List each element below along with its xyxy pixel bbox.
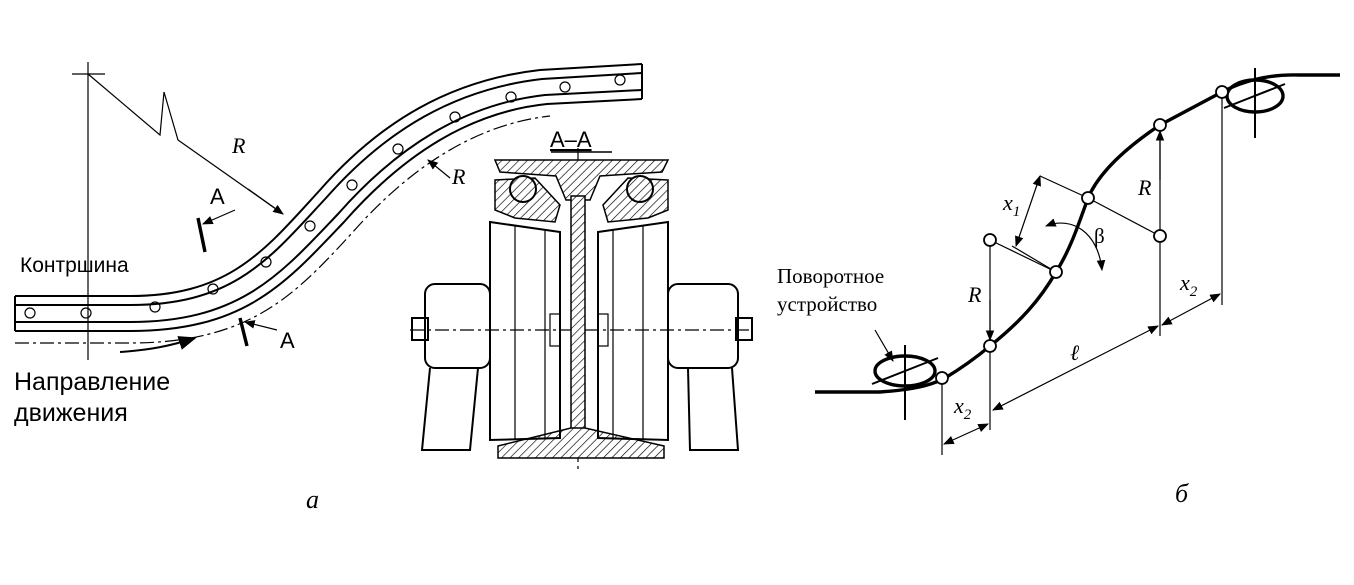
l-dimension <box>992 325 1159 411</box>
x2-right-dimension <box>1161 293 1221 326</box>
beta-label: β <box>1094 224 1105 248</box>
hub-right <box>667 283 739 369</box>
radius-label-left: R <box>967 282 982 307</box>
x1-label: x1 <box>1002 190 1020 220</box>
panel-b-caption: б <box>1175 479 1189 508</box>
beam-bottom-flange <box>497 427 665 459</box>
counter-rail-left <box>509 175 537 203</box>
l-label: ℓ <box>1070 340 1080 365</box>
section-marker-top <box>196 209 236 253</box>
rail-beam <box>14 63 643 344</box>
x2-left-label: x2 <box>953 393 972 423</box>
panel-a-caption: а <box>306 485 319 514</box>
device-label-line2: устройство <box>777 292 877 316</box>
section-a-label-top: А <box>210 184 225 209</box>
section-a-a-title: А–А <box>550 127 592 152</box>
radius-construction <box>72 62 284 360</box>
beam-web <box>570 195 586 447</box>
turning-device-left <box>871 329 939 420</box>
direction-label-line1: Направление <box>14 368 170 396</box>
radius-label-main: R <box>231 133 246 158</box>
section-a-label-bottom: А <box>280 328 295 353</box>
beta-angle-arc <box>1044 218 1106 272</box>
direction-arrow <box>119 336 197 353</box>
panel-b: Поворотное устройство R R x1 x2 x2 β ℓ б <box>777 68 1340 508</box>
radius-label-small: R <box>451 164 466 189</box>
x1-dimension <box>1015 174 1041 248</box>
beam-top-flange <box>493 159 670 201</box>
wheel-right <box>597 220 669 442</box>
wheel-left <box>489 220 561 442</box>
kontrshina-label: Контршина <box>20 254 129 277</box>
x2-right-label: x2 <box>1179 270 1198 300</box>
direction-label-line2: движения <box>14 399 128 427</box>
x2-left-dimension <box>943 423 989 445</box>
rail-bolts <box>24 74 626 319</box>
turning-device-right <box>1223 68 1286 138</box>
section-marker-bottom <box>238 317 278 347</box>
section-a-a: А–А <box>410 127 753 470</box>
radius-label-right: R <box>1137 175 1152 200</box>
device-label-line1: Поворотное <box>777 264 884 288</box>
radius-small-leader <box>427 159 451 179</box>
curve-nodes <box>935 85 1229 385</box>
panel-a: Контршина Направление движения R R А А а <box>14 62 643 514</box>
hub-left <box>424 283 491 369</box>
counter-rail-right <box>626 175 654 203</box>
